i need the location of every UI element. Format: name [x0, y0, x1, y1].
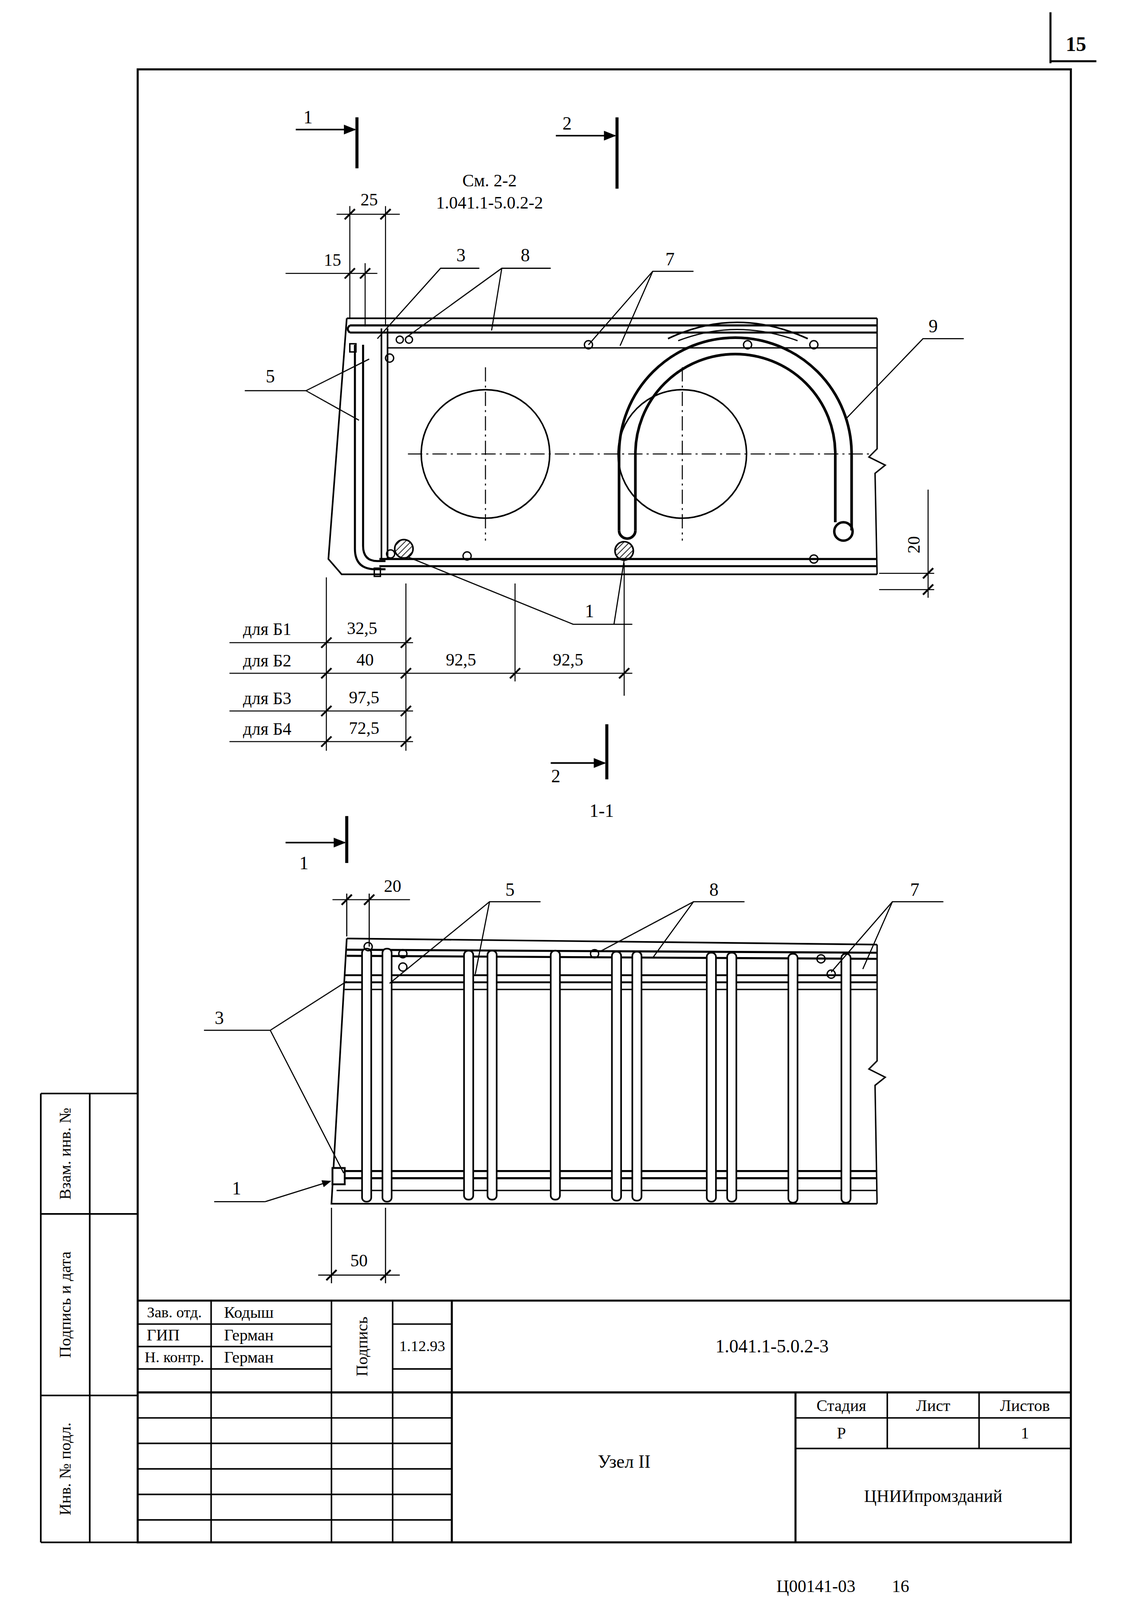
section-mark: 1: [302, 108, 314, 127]
title-cell: Стадия: [815, 1397, 868, 1414]
beam-elevation: [331, 938, 886, 1204]
dimension-row: для Б2: [241, 652, 293, 670]
callout-number: 1: [231, 1179, 243, 1198]
page-number: 15: [1064, 33, 1088, 55]
title-cell: 1: [1019, 1424, 1031, 1442]
dimension: 20: [382, 877, 403, 895]
dimension-lines: [229, 205, 935, 751]
dimension: 92,5: [551, 651, 585, 669]
callout-number: 9: [927, 317, 939, 336]
stamp-field: Подпись и дата: [57, 1250, 74, 1359]
organization: ЦНИИпромзданий: [862, 1487, 1004, 1505]
title-cell: Листов: [999, 1397, 1051, 1414]
dimension-row: для Б3: [241, 689, 293, 708]
callout-number: 3: [455, 245, 467, 264]
section-marks: [285, 117, 618, 863]
title-cell: Лист: [915, 1397, 952, 1414]
title-cell: Герман: [223, 1326, 275, 1344]
section-title: 1-1: [588, 801, 616, 820]
dimension-row: для Б4: [241, 720, 293, 738]
dimension-row: для Б1: [241, 620, 293, 638]
archive-code: Ц00141-03: [775, 1577, 857, 1595]
callout-number: 5: [504, 880, 516, 899]
document-code: 1.041.1-5.0.2-3: [714, 1337, 830, 1356]
leader-lines: [244, 268, 964, 625]
section-mark: 2: [561, 114, 573, 133]
dimension: 20: [904, 534, 923, 555]
beam-section: [328, 318, 886, 577]
title-cell: Н. контр.: [143, 1349, 206, 1366]
section-mark: 1: [298, 853, 310, 872]
title-cell: Р: [835, 1424, 847, 1442]
callout-number: 1: [583, 601, 595, 620]
dimension: 15: [322, 251, 343, 269]
sheet-title: Узел II: [596, 1452, 652, 1471]
title-cell: Кодыш: [223, 1304, 275, 1321]
callout-number: 8: [708, 880, 720, 899]
callout-number: 7: [909, 880, 921, 899]
leader-lines: [204, 893, 944, 1283]
title-cell: 1.12.93: [398, 1338, 447, 1354]
dimension: 97,5: [347, 688, 381, 707]
sheet-frame: [40, 12, 1097, 1543]
title-cell: Герман: [223, 1349, 275, 1366]
dimension: 92,5: [444, 651, 478, 669]
callout-number: 5: [264, 367, 276, 386]
callout-number: 7: [664, 249, 676, 268]
callout-number: 8: [519, 245, 531, 264]
reference-note: 1.041.1-5.0.2-2: [435, 194, 545, 212]
dimension: 40: [355, 651, 375, 669]
reference-note: См. 2-2: [461, 171, 518, 189]
callout-number: 3: [213, 1008, 225, 1027]
title-block: [137, 1300, 1071, 1543]
dimension: 72,5: [347, 719, 381, 737]
title-cell: Зав. отд.: [145, 1305, 203, 1321]
title-cell: ГИП: [145, 1326, 181, 1344]
stamp-field: Инв. № подл.: [57, 1420, 74, 1516]
section-mark: 2: [550, 767, 562, 786]
dimension: 32,5: [346, 619, 379, 638]
archive-code: 16: [890, 1577, 911, 1595]
title-cell: Подпись: [354, 1315, 371, 1378]
stamp-field: Взам. инв. №: [57, 1106, 74, 1201]
dimension: 25: [359, 191, 379, 209]
dimension: 50: [349, 1251, 369, 1270]
